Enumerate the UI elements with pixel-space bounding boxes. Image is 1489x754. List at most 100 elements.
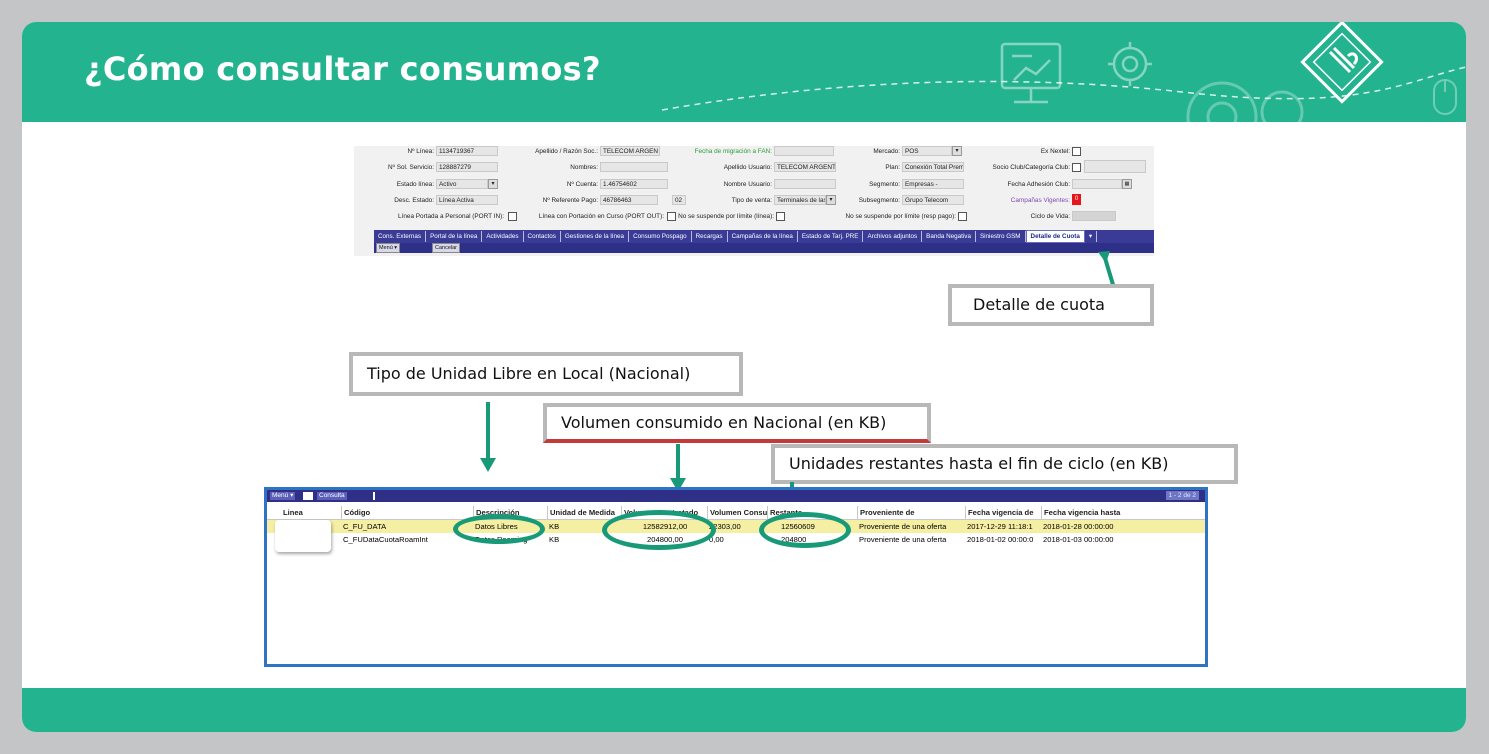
- toolbar-divider: [373, 492, 375, 500]
- footer-banner: [22, 688, 1466, 732]
- table-toolbar-field[interactable]: [303, 492, 313, 500]
- tab-more-chevron-icon[interactable]: ▾: [1085, 231, 1098, 242]
- field-label: Nº Sol. Servicio:: [387, 164, 434, 171]
- tab-banda-negativa[interactable]: Banda Negativa: [922, 231, 976, 242]
- tab-consumo-pospago[interactable]: Consumo Pospago: [629, 231, 692, 242]
- arrow-down-icon: [670, 444, 686, 492]
- col-fecha-desde[interactable]: Fecha vigencia de: [965, 506, 1042, 519]
- segmento-field[interactable]: Empresas -: [902, 179, 964, 189]
- apellido-usuario-field[interactable]: TELECOM ARGENTI: [774, 162, 836, 172]
- tab-portal-linea[interactable]: Portal de la línea: [426, 231, 483, 242]
- col-descripcion[interactable]: Descripción: [473, 506, 548, 519]
- cancel-button[interactable]: Cancelar: [432, 243, 461, 253]
- table-row[interactable]: C_FUDataCuotaRoamInt Datos Roaming KB 20…: [267, 533, 1205, 546]
- field-label: Nº Referente Pago:: [542, 197, 598, 204]
- gears-icon: [1186, 81, 1304, 122]
- tab-cons-externas[interactable]: Cons. Externas: [374, 231, 427, 242]
- tipo-venta-select[interactable]: Terminales de las: [774, 195, 826, 205]
- field-label: Apellido / Razón Soc.:: [535, 148, 598, 155]
- port-out-checkbox[interactable]: [667, 212, 676, 221]
- categoria-club-field[interactable]: [1084, 160, 1146, 173]
- campanias-link[interactable]: Campañas Vigentes:: [1010, 197, 1070, 204]
- pager: 1 - 2 de 2: [1165, 491, 1199, 500]
- field-label: Nº Línea:: [407, 148, 435, 155]
- consulta-button[interactable]: Consulta: [317, 492, 347, 500]
- tab-campanias[interactable]: Campañas de la línea: [728, 231, 798, 242]
- cell-proveniente: Proveniente de una oferta: [859, 535, 947, 544]
- fecha-adhesion-field[interactable]: [1072, 179, 1122, 189]
- tab-estado-tarj[interactable]: Estado de Tarj. PRE: [798, 231, 864, 242]
- callout-tipo-unidad: Tipo de Unidad Libre en Local (Nacional): [349, 352, 743, 396]
- table-row[interactable]: C_FU_DATA Datos Libres KB 12582912,00 22…: [267, 520, 1205, 533]
- ref-code-field[interactable]: 02: [672, 195, 686, 205]
- col-unidad[interactable]: Unidad de Medida: [547, 506, 622, 519]
- field-label: Socio Club/Categoría Club:: [992, 164, 1070, 171]
- col-proveniente[interactable]: Proveniente de: [857, 506, 966, 519]
- tab-archivos[interactable]: Archivos adjuntos: [863, 231, 923, 242]
- cell-consumido: 22303,00: [709, 522, 741, 531]
- razon-social-field[interactable]: TELECOM ARGEN: [600, 146, 660, 156]
- cuenta-field[interactable]: 1.46754602: [600, 179, 668, 189]
- estado-linea-select[interactable]: Activo: [436, 179, 488, 189]
- col-consumido[interactable]: Volumen Consumido: [707, 506, 768, 519]
- sub-toolbar: Menú ▾ Cancelar: [374, 243, 1154, 253]
- col-fecha-hasta[interactable]: Fecha vigencia hasta: [1041, 506, 1144, 519]
- tab-siniestro[interactable]: Siniestro GSM: [976, 231, 1026, 242]
- tab-actividades[interactable]: Actividades: [482, 231, 524, 242]
- table-menu-button[interactable]: Menú ▾: [270, 492, 296, 500]
- campanias-count-badge: 0: [1072, 194, 1081, 205]
- cell-unidad: KB: [549, 522, 560, 531]
- nombres-field[interactable]: [600, 162, 668, 172]
- chevron-down-icon[interactable]: ▾: [488, 179, 498, 189]
- ciclo-vida-bar: [1072, 211, 1116, 221]
- field-label: Desc. Estado:: [394, 197, 434, 204]
- mercado-select[interactable]: POS: [902, 146, 952, 156]
- plan-field[interactable]: Conexión Total Prem: [902, 162, 964, 172]
- ex-nextel-checkbox[interactable]: [1072, 147, 1081, 156]
- table-toolbar: Menú ▾ Consulta 1 - 2 de 2: [267, 490, 1205, 502]
- field-label: Tipo de venta:: [731, 197, 772, 204]
- tab-recargas[interactable]: Recargas: [692, 231, 728, 242]
- cell-unidad: KB: [549, 535, 560, 544]
- cell-codigo: C_FU_DATA: [343, 522, 387, 531]
- tab-gestiones[interactable]: Gestiones de la línea: [561, 231, 630, 242]
- cell-proveniente: Proveniente de una oferta: [859, 522, 947, 531]
- referente-pago-field[interactable]: 46786463: [600, 195, 658, 205]
- socio-club-checkbox[interactable]: [1072, 163, 1081, 172]
- sol-servicio-field[interactable]: 128887279: [436, 162, 498, 172]
- chevron-down-icon[interactable]: ▾: [952, 146, 962, 156]
- callout-unidades-restantes: Unidades restantes hasta el fin de ciclo…: [771, 444, 1238, 484]
- hand-pencil-icon: [1300, 22, 1384, 104]
- no-suspende-linea-checkbox[interactable]: [776, 212, 785, 221]
- chevron-down-icon[interactable]: ▾: [826, 195, 836, 205]
- field-label: No se suspende por límite (resp pago):: [845, 213, 956, 220]
- field-label: Mercado:: [873, 148, 900, 155]
- tab-detalle-cuota[interactable]: Detalle de Cuota: [1025, 230, 1085, 243]
- table-header: Linea Código Descripción Unidad de Medid…: [267, 506, 1205, 520]
- slide: ¿Cómo consultar consumos?: [22, 22, 1466, 732]
- desc-estado-field[interactable]: Línea Activa: [436, 195, 498, 205]
- subsegmento-field[interactable]: Grupo Telecom: [902, 195, 964, 205]
- col-linea[interactable]: Linea: [283, 508, 303, 517]
- field-label: Fecha de migración a FAN:: [694, 148, 772, 155]
- highlight-contratado-ellipse: [602, 510, 716, 550]
- port-in-checkbox[interactable]: [508, 212, 517, 221]
- col-codigo[interactable]: Código: [341, 506, 474, 519]
- no-suspende-resp-checkbox[interactable]: [958, 212, 967, 221]
- menu-button[interactable]: Menú ▾: [376, 243, 401, 253]
- highlight-descripcion-ellipse: [453, 514, 545, 544]
- nombre-usuario-field[interactable]: [774, 179, 836, 189]
- fecha-migracion-field[interactable]: [774, 146, 834, 156]
- cell-fecha-desde: 2018-01-02 00:00:0: [967, 535, 1034, 544]
- tab-contactos[interactable]: Contactos: [524, 231, 561, 242]
- linea-field[interactable]: 1134719367: [436, 146, 498, 156]
- highlight-restante-ellipse: [759, 512, 851, 548]
- cell-fecha-desde: 2017-12-29 11:18:1: [967, 522, 1033, 531]
- cell-fecha-hasta: 2018-01-28 00:00:00: [1043, 522, 1114, 531]
- field-label: Nº Cuenta:: [566, 181, 598, 188]
- calendar-icon[interactable]: ▦: [1122, 179, 1132, 189]
- field-label: Línea Portada a Personal (PORT IN):: [398, 213, 504, 220]
- field-label: Ex Nextel:: [1040, 148, 1070, 155]
- detalle-cuota-table-screenshot: Menú ▾ Consulta 1 - 2 de 2 Linea Código …: [264, 487, 1208, 667]
- header-banner: ¿Cómo consultar consumos?: [22, 22, 1466, 122]
